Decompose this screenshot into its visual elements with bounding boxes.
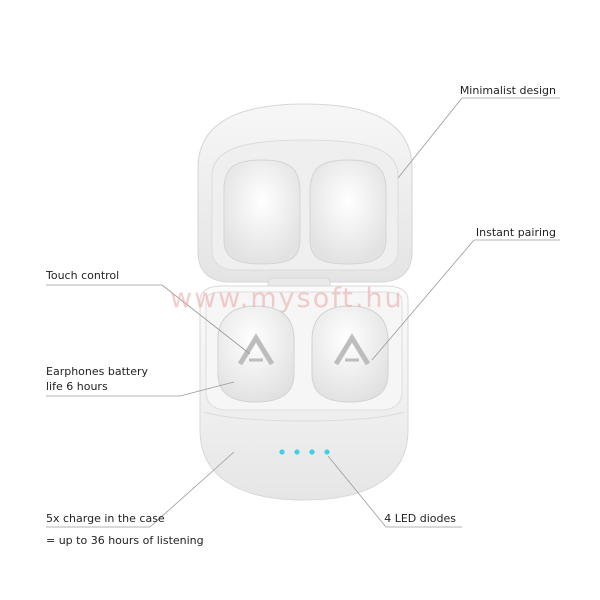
callout-minimalist-design: Minimalist design bbox=[459, 84, 556, 97]
led-dot bbox=[294, 449, 300, 455]
callout-charge-case: 5x charge in the case bbox=[46, 512, 165, 525]
callout-battery: Earphones battery life 6 hours bbox=[46, 364, 148, 394]
earbud-left bbox=[217, 305, 295, 403]
led-indicators bbox=[279, 449, 330, 455]
watermark-text: www.mysoft.hu bbox=[170, 283, 404, 314]
lid-cavity-left bbox=[223, 159, 301, 265]
lamax-chevron-icon bbox=[333, 333, 371, 366]
callout-battery-line2: life 6 hours bbox=[46, 380, 108, 393]
earbud-right bbox=[311, 305, 389, 403]
callout-instant-pairing: Instant pairing bbox=[475, 226, 556, 239]
leader-lines bbox=[46, 97, 560, 528]
callout-battery-line1: Earphones battery bbox=[46, 365, 149, 378]
lid-cavity-right bbox=[309, 159, 387, 265]
callout-listening-hours: = up to 36 hours of listening bbox=[46, 534, 204, 547]
lamax-chevron-icon bbox=[237, 333, 275, 366]
led-dot bbox=[279, 449, 285, 455]
led-dot bbox=[324, 449, 330, 455]
case-lid bbox=[197, 103, 413, 291]
callout-led-diodes: 4 LED diodes bbox=[384, 512, 456, 525]
callout-touch-control: Touch control bbox=[46, 269, 120, 282]
led-dot bbox=[309, 449, 315, 455]
